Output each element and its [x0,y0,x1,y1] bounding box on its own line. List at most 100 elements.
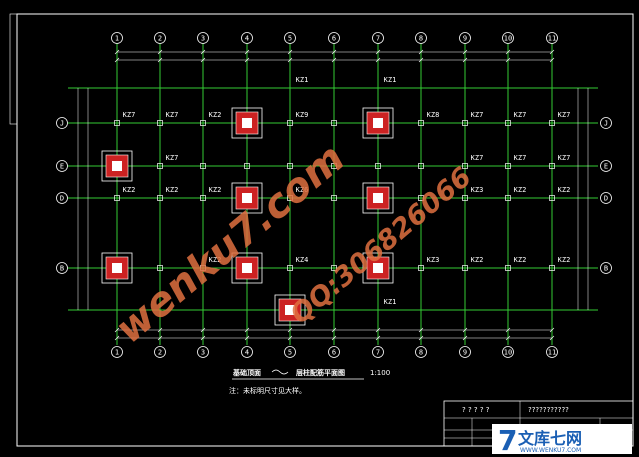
title-separator [271,369,289,375]
title-scale: 1:100 [370,369,390,377]
axis-label-col-6: 6 [332,349,336,357]
dimension-tick [418,335,424,341]
column-marker [549,195,555,201]
dimension-tick [200,327,206,333]
drawing-note: 注：未标明尺寸见大样。 [229,386,306,395]
column-label: KZ7 [166,154,179,162]
axis-label-col-10: 10 [504,349,512,357]
axis-label-row-D: D [604,195,608,203]
column-marker [418,163,424,169]
dimension-lines [77,49,589,341]
axis-bubble-col-3-top [197,32,209,44]
column-label: KZ6 [296,186,309,194]
binding-strip [9,13,18,125]
axis-bubble-col-10-bottom [502,346,514,358]
column-label: KZ7 [558,111,571,119]
column-marker [331,265,337,271]
column-marker [157,265,163,271]
column-label: KZ2 [514,256,527,264]
dimension-tick [418,49,424,55]
footing-core [242,193,252,203]
column-label: KZ9 [296,111,309,119]
axis-label-col-1: 1 [115,35,119,43]
axis-bubble-col-4-bottom [241,346,253,358]
column-marker [157,195,163,201]
dimension-tick [549,57,555,63]
axis-bubble-row-J-left [56,117,68,129]
column-marker [200,195,206,201]
dimension-tick [287,57,293,63]
dimension-tick [462,335,468,341]
column-marker [287,163,293,169]
axis-label-row-B: B [60,265,64,273]
axis-bubble-col-8-bottom [415,346,427,358]
dimension-tick [375,49,381,55]
column-marker [462,265,468,271]
axis-label-col-5: 5 [288,349,292,357]
column-label: KZ2 [558,186,571,194]
footing-core [373,263,383,273]
column-marker [418,120,424,126]
footing-core [112,263,122,273]
axis-bubble-row-E-left [56,160,68,172]
dimension-tick [287,327,293,333]
axis-bubble-col-2-top [154,32,166,44]
dimension-tick [505,327,511,333]
axis-label-row-J: J [604,120,608,128]
column-marker [462,120,468,126]
axis-bubble-col-6-top [328,32,340,44]
axis-label-row-E: E [60,163,64,171]
dimension-tick [331,327,337,333]
column-marker [157,163,163,169]
column-label: KZ2 [166,186,179,194]
dimension-tick [244,57,250,63]
column-marker [200,163,206,169]
dimension-tick [157,327,163,333]
axis-bubble-col-2-bottom [154,346,166,358]
footing-outline [231,107,263,139]
column-label: KZ1 [384,298,397,306]
footing-core [285,305,295,315]
axis-bubble-col-5-bottom [284,346,296,358]
drawing-title: 基础顶面 层柱配筋平面图 1:100 注：未标明尺寸见大样。 [229,368,390,395]
column-marker [549,163,555,169]
column-marker [200,120,206,126]
axis-bubble-row-D-left [56,192,68,204]
column-label: KZ2 [558,256,571,264]
column-label: KZ2 [209,256,222,264]
dimension-tick [549,335,555,341]
dimension-tick [244,327,250,333]
column-label: KZ1 [384,76,397,84]
dimension-tick [549,49,555,55]
axis-label-col-11: 11 [548,35,556,43]
dimension-tick [200,335,206,341]
column-marker [331,195,337,201]
axis-bubble-row-E-right [600,160,612,172]
dimension-tick [418,327,424,333]
column-marker [331,163,337,169]
axis-label-col-9: 9 [463,349,467,357]
column-label: KZ3 [427,256,440,264]
column-marker [287,265,293,271]
column-label: KZ7 [558,154,571,162]
column-marker [505,163,511,169]
axis-label-row-D: D [60,195,64,203]
dimension-tick [375,327,381,333]
axis-label-col-3: 3 [201,349,205,357]
footings-layer [101,107,394,326]
dimension-tick [375,57,381,63]
axis-label-col-2: 2 [158,349,162,357]
footing-core [112,161,122,171]
axis-bubble-col-8-top [415,32,427,44]
title-block-middle: ??????????? [528,406,569,414]
axis-label-col-3: 3 [201,35,205,43]
column-marker [505,120,511,126]
dimension-tick [200,49,206,55]
column-marker [200,265,206,271]
axis-bubble-col-7-top [372,32,384,44]
title-part1: 基础顶面 [232,368,261,377]
column-label: KZ1 [296,76,309,84]
